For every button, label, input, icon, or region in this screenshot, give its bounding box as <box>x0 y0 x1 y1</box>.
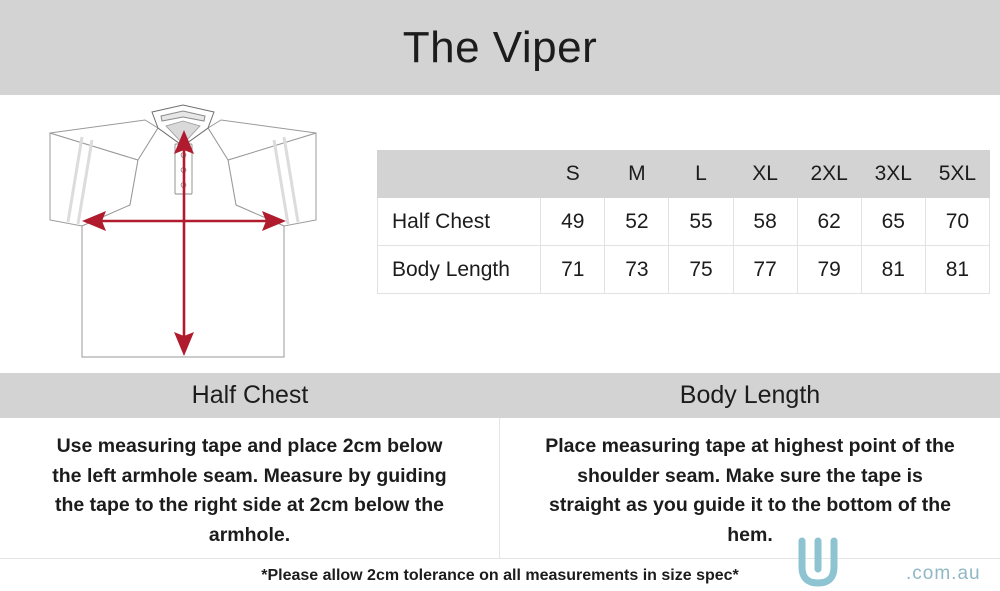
size-table-wrapper: S M L XL 2XL 3XL 5XL Half Chest 49 52 55 <box>376 150 991 294</box>
middle-section: S M L XL 2XL 3XL 5XL Half Chest 49 52 55 <box>0 95 1000 373</box>
page-title: The Viper <box>402 22 598 72</box>
table-row: Body Length 71 73 75 77 79 81 81 <box>376 245 991 294</box>
body-length-5xl: 81 <box>924 245 991 294</box>
size-table-corner-cell <box>376 150 542 198</box>
size-header-5xl: 5XL <box>924 150 991 198</box>
half-chest-s: 49 <box>540 197 606 246</box>
desc-heading-half-chest: Half Chest <box>191 381 309 409</box>
desc-heading-body-length: Body Length <box>679 381 821 409</box>
descriptions-header-band: Half Chest Body Length <box>0 373 1000 418</box>
half-chest-l: 55 <box>668 197 734 246</box>
body-length-s: 71 <box>540 245 606 294</box>
half-chest-5xl: 70 <box>924 197 991 246</box>
size-table-header-row: S M L XL 2XL 3XL 5XL <box>376 150 991 198</box>
desc-text-half-chest: Use measuring tape and place 2cm below t… <box>52 435 447 546</box>
body-length-l: 75 <box>668 245 734 294</box>
left-sleeve-stripes <box>66 136 94 225</box>
descriptions-section: Half Chest Body Length Use measuring tap… <box>0 373 1000 558</box>
tolerance-note: *Please allow 2cm tolerance on all measu… <box>261 566 739 584</box>
size-header-xl: XL <box>732 150 798 198</box>
half-chest-m: 52 <box>604 197 670 246</box>
descriptions-body-row: Use measuring tape and place 2cm below t… <box>0 418 1000 558</box>
size-header-m: M <box>604 150 670 198</box>
size-header-3xl: 3XL <box>860 150 926 198</box>
body-length-xl: 77 <box>732 245 798 294</box>
footer-note-band: *Please allow 2cm tolerance on all measu… <box>0 558 1000 591</box>
size-table: S M L XL 2XL 3XL 5XL Half Chest 49 52 55 <box>376 150 991 294</box>
row-label-half-chest: Half Chest <box>376 197 542 246</box>
half-chest-2xl: 62 <box>796 197 862 246</box>
polo-shirt-measurement-diagram <box>20 100 360 368</box>
body-length-2xl: 79 <box>796 245 862 294</box>
right-sleeve-stripes <box>272 136 300 225</box>
half-chest-3xl: 65 <box>860 197 926 246</box>
body-length-arrow <box>174 130 194 356</box>
size-header-s: S <box>540 150 606 198</box>
table-row: Half Chest 49 52 55 58 62 65 70 <box>376 197 991 246</box>
size-header-l: L <box>668 150 734 198</box>
desc-cell-body-length: Place measuring tape at highest point of… <box>500 418 1000 558</box>
body-length-3xl: 81 <box>860 245 926 294</box>
body-length-m: 73 <box>604 245 670 294</box>
title-band: The Viper <box>0 0 1000 95</box>
row-label-body-length: Body Length <box>376 245 542 294</box>
desc-cell-half-chest: Use measuring tape and place 2cm below t… <box>0 418 500 558</box>
half-chest-xl: 58 <box>732 197 798 246</box>
desc-text-body-length: Place measuring tape at highest point of… <box>545 435 955 546</box>
size-header-2xl: 2XL <box>796 150 862 198</box>
